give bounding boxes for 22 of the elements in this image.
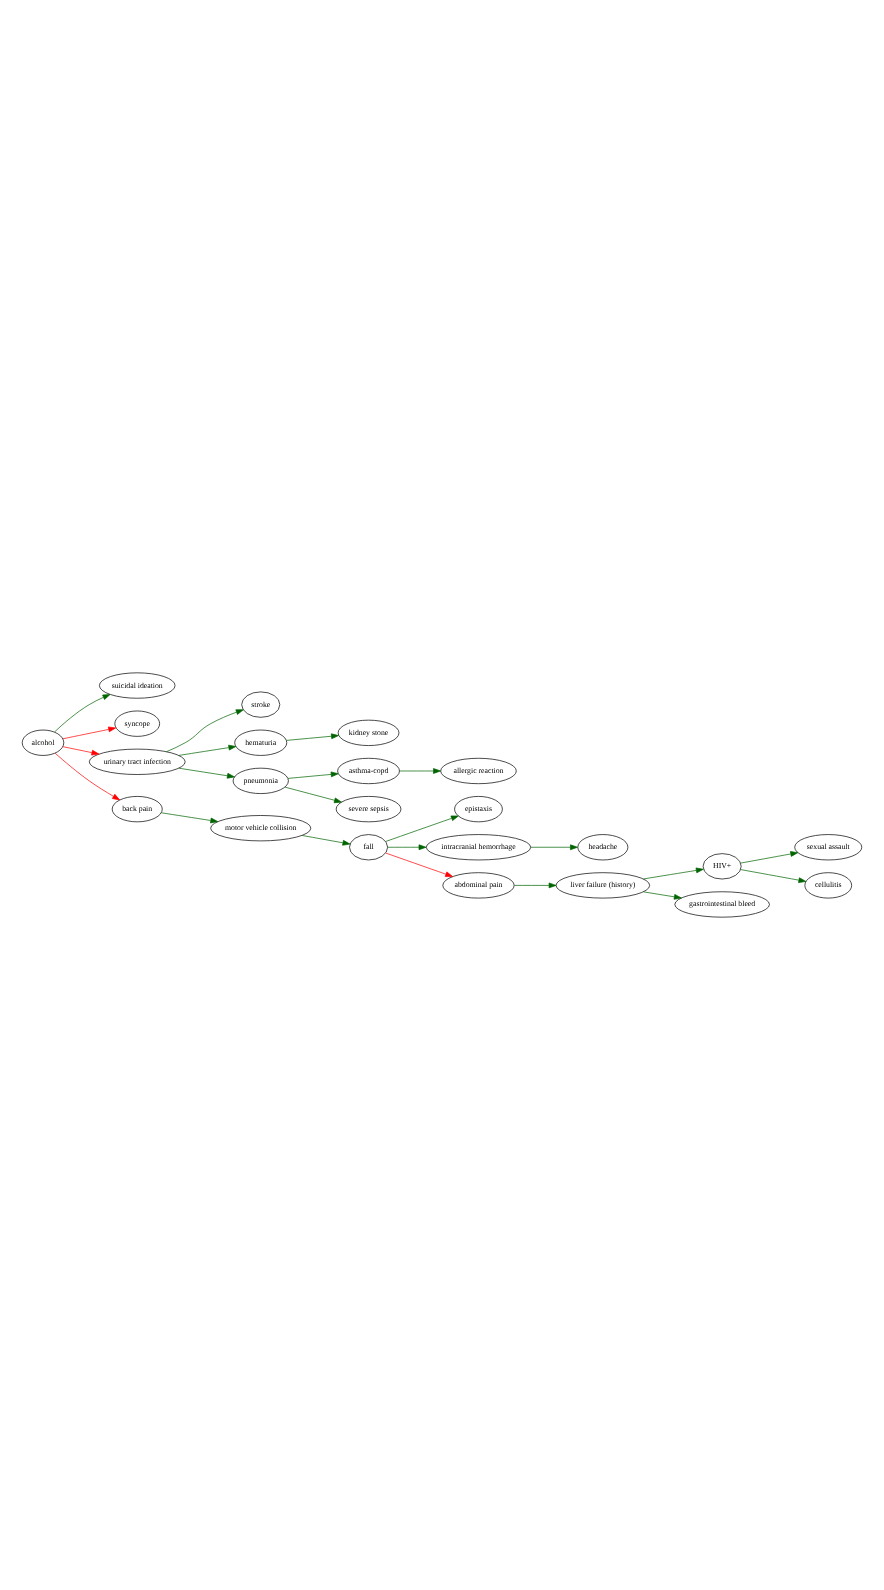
arrow <box>385 852 453 877</box>
arrow <box>54 694 111 733</box>
arrow <box>161 812 219 824</box>
arrow <box>166 709 244 753</box>
arrow <box>287 771 339 779</box>
arrow <box>740 869 807 883</box>
arrow <box>643 891 682 900</box>
arrow <box>284 786 342 804</box>
arrow <box>62 746 100 756</box>
arrow <box>54 752 121 801</box>
arrow <box>399 768 441 774</box>
arrow <box>643 867 704 880</box>
arrow <box>178 767 235 779</box>
arrow <box>62 726 117 740</box>
arrow <box>514 882 557 889</box>
arrow <box>301 835 351 846</box>
arrow <box>286 733 339 741</box>
arrow <box>530 844 578 851</box>
arrow <box>385 815 459 842</box>
arrow <box>387 844 427 851</box>
arrow <box>178 744 237 756</box>
arrow <box>740 851 799 864</box>
